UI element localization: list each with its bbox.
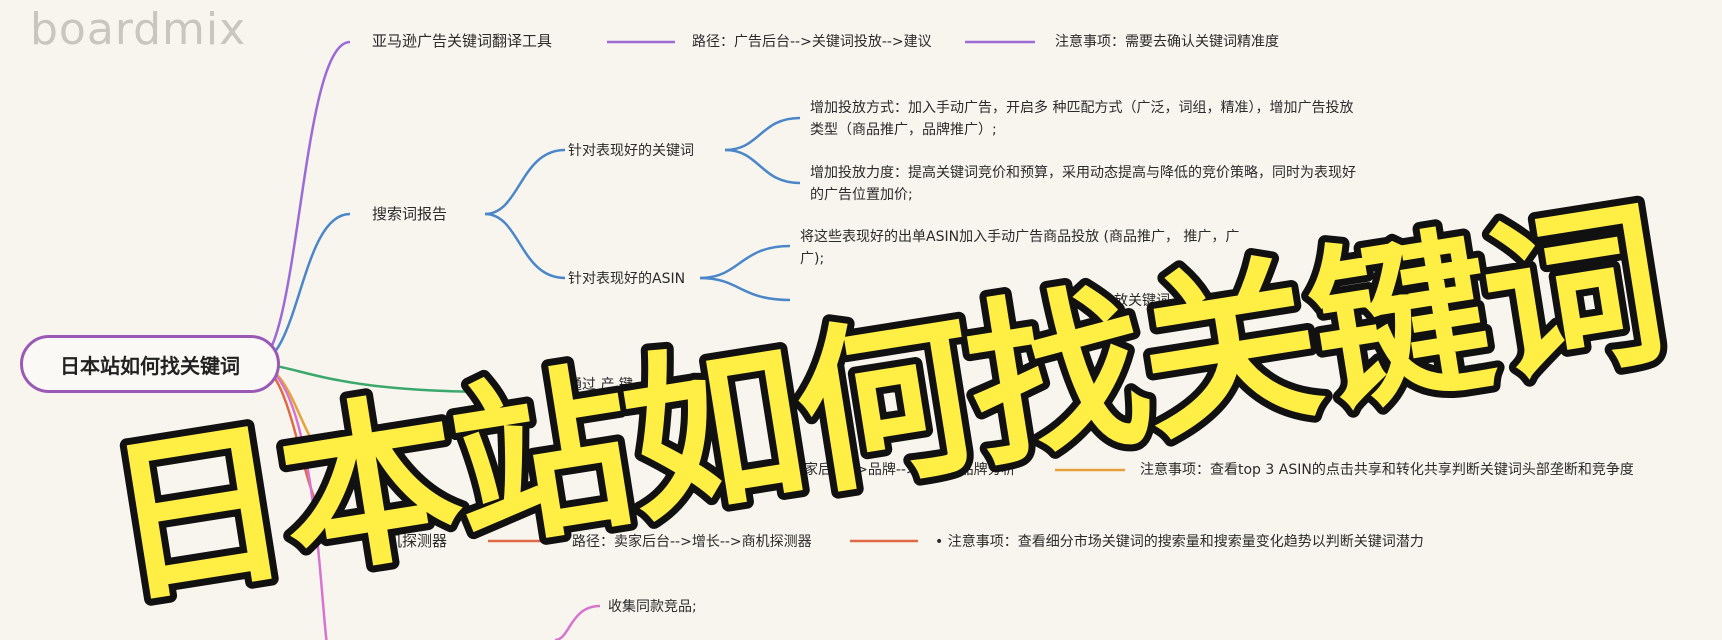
branch-b2-sub2-item1-cont[interactable]: 广); [800,251,825,267]
branch-b3-partial[interactable]: 通过 产 键 [568,377,633,393]
branch-search-term-report[interactable]: 搜索词报告 [372,205,448,223]
branch-b1-path[interactable]: 路径：广告后台-->关键词投放-->建议 [692,34,932,50]
branch-b1-note[interactable]: 注意事项：需要去确认关键词精准度 [1055,34,1279,50]
connector-b2-sub1-item2 [724,148,801,185]
branch-keyword-translation-tool[interactable]: 亚马逊广告关键词翻译工具 [372,32,553,50]
branch-b2-sub1-title[interactable]: 针对表现好的关键词 [568,143,694,159]
connector-b2-sub1 [484,148,566,216]
connector-b6 [254,362,328,640]
branch-b2-sub1-item2[interactable]: 增加投放力度：提高关键词竞价和预算，采用动态提高与降低的竞价策略，同时为表现好的… [810,165,1356,203]
watermark-logo: boardmix [30,4,247,55]
connector-b1 [254,40,351,366]
branch-b2-sub1-item1[interactable]: 增加投放方式：加入手动广告，开启多 种匹配方式（广泛，词组，精准），增加广告投放… [810,100,1354,138]
branch-b4-path[interactable]: 路径：卖家后台-->品牌-->亚马逊品牌分析 [748,462,1016,478]
connector-b2-sub2-item2 [699,276,791,302]
branch-b5-note[interactable]: • 注意事项：查看细分市场关键词的搜索量和搜索量变化趋势以判断关键词潜力 [935,534,1424,550]
connector-b2-sub2 [484,212,566,280]
connector-b2-sub1-item1 [724,116,801,152]
connector-b6-item1 [554,604,601,640]
branch-opportunity-explorer[interactable]: 商机探测器 [372,532,448,550]
branch-b2-sub2-item1[interactable]: 将这些表现好的出单ASIN加入手动广告商品投放 (商品推广， 推广，广 [800,229,1240,245]
branch-b6-item1[interactable]: 收集同款竞品; [608,599,697,615]
connector-b2-sub2-item1 [699,244,791,280]
root-node[interactable]: 日本站如何找关键词 [20,335,280,393]
branch-b4-note[interactable]: 注意事项：查看top 3 ASIN的点击共享和转化共享判断关键词头部垄断和竞争度 [1140,462,1634,478]
branch-b2-sub2-title[interactable]: 针对表现好的ASIN [568,271,686,287]
branch-b5-path[interactable]: 路径：卖家后台-->增长-->商机探测器 [572,534,812,550]
connector-b3 [254,362,501,394]
connector-b5 [254,362,351,543]
branch-b2-sub2-item2-partial[interactable]: 投放关键词 [1100,293,1170,309]
